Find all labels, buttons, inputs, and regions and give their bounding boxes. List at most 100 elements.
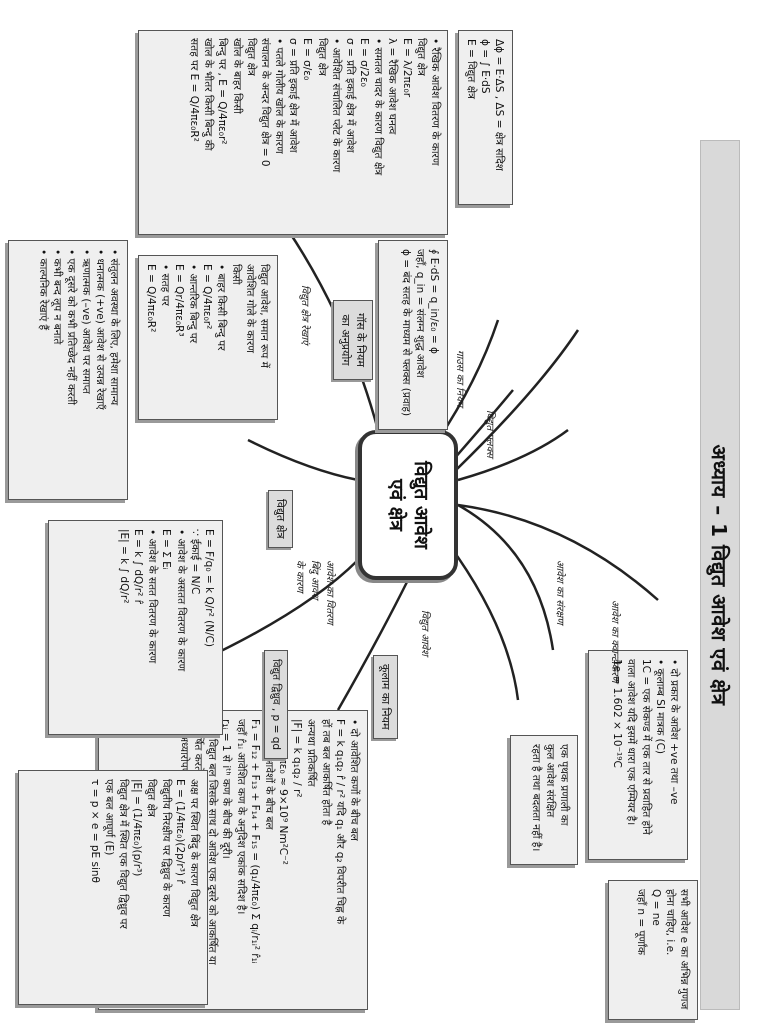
gauss-law-box: ∮ E·dS = q_in/ε₀ = ϕ जहाँ, q_in = संलग्न…	[378, 240, 448, 430]
coulomb-line: F = k q₁q₂ r̂ / r² यदि q₁ और q₂ विपरीत च…	[333, 719, 346, 925]
distribution-line: λ = रैखिक आवेश घनत्व	[386, 38, 399, 135]
dipole-line: विद्युतीय निरक्षीय पर द्विध्रुव के कारण	[159, 779, 172, 917]
coulomb-line: अन्यथा प्रतिकर्षित	[305, 719, 318, 787]
central-topic: विद्युत आवेश एवं क्षेत्र	[358, 430, 458, 580]
field-lines-item: • धनात्मक (+ve) आवेश से उत्पन्न रेखाएँ	[93, 249, 106, 410]
distribution-line: खोल के भीतर किसी बिन्दु की	[202, 38, 215, 151]
topic-electric-field: विद्युत क्षेत्र	[268, 490, 293, 548]
field-line: ∵ ईकाई = N/C	[188, 529, 201, 595]
field-line: • आवेश के असतत वितरण के कारण	[174, 529, 187, 672]
edge-label-distribution: आवेश का वितरण	[324, 560, 335, 625]
distribution-line: σ = प्रति इकाई क्षेत्र में आवेश	[287, 38, 300, 153]
dipole-line: अक्ष पर स्थित बिंदु के कारण विद्युत क्षे…	[188, 779, 200, 927]
field-lines-item: • काल्पनिक रेखाएं हैं	[37, 249, 50, 331]
field-line: |E| = k ∫ dQ/r²	[117, 529, 130, 604]
gauss-app-line: विद्युत आवेश, समान रूप में	[258, 264, 270, 368]
dipole-line: विद्युत क्षेत्र में स्थित एक विद्युत द्व…	[117, 779, 130, 929]
coulomb-line: |F| = k q₁q₂ / r²	[291, 719, 304, 798]
distribution-line: संचालन के अन्दर विद्युत क्षेत्र = 0	[258, 38, 271, 167]
field-line: E = F/q₀ = k Q/r² (N/C)	[203, 529, 215, 648]
gauss-law-line: ∮ E·dS = q_in/ε₀ = ϕ	[428, 249, 440, 354]
quantization-line: Q = ne	[649, 889, 662, 926]
dipole-line: |E| = (1/4πε₀)(p/r³)	[131, 779, 144, 877]
edge-label-due-to: के कारण	[294, 560, 305, 593]
distribution-line: • पतले गोलीय खोल के कारण	[273, 38, 286, 154]
quantization-box: सभी आवेश e का अभिन्न गुणज होना चाहिए, i.…	[608, 880, 698, 1020]
edge-label-conservation: आवेश का संरक्षण	[554, 560, 565, 625]
field-lines-item: • ऋणात्मक (–ve) आवेश पर समाप्त	[79, 249, 92, 394]
edge-label-quantization: आवेश का क्वान्टीकरण	[609, 600, 620, 683]
coulomb-line: • दो आवेशित कणों के बीच बल	[348, 719, 360, 841]
coulomb-line: F₁ = F₁₂ + F₁₃ + F₁₄ + F₁₅ = (q₁/4πε₀) Σ…	[248, 719, 261, 964]
field-lines-item: • कभी बन्द लूप न बनाते	[51, 249, 64, 345]
gauss-app-line: E = Qr/4πε₀R³	[172, 264, 185, 337]
field-box: E = F/q₀ = k Q/r² (N/C) ∵ ईकाई = N/C • आ…	[48, 520, 223, 735]
gauss-law-line: जहाँ, q_in = संलग्न शुद्ध आवेश	[413, 249, 426, 378]
coulomb-line: r₁ᵢ = 1 से iᵗʰ कण के बीच की दूरी।	[220, 719, 233, 859]
dipole-line: τ = p × e = pE sinθ	[88, 779, 101, 883]
field-lines-item: • संतुलन अवस्था के लिए, हमेशा सामान्य	[108, 249, 120, 406]
coulomb-line: हों तब बल आकर्षित होता है	[319, 719, 332, 826]
gauss-app-line: आवेशित गोले के कारण	[243, 264, 256, 353]
topic-coulomb-law: कूलाम का नियम	[373, 655, 398, 739]
conservation-line: रहता है तथा बदलता नहीं है।	[529, 744, 542, 852]
gauss-app-line: • सतह पर	[158, 264, 171, 306]
edge-label-electric-charge: विद्युत आवेश	[419, 610, 430, 656]
gauss-app-line: • बाहर किसी बिन्दु पर	[215, 264, 228, 351]
charge-types-line: • कूलाम्ब SI मात्रक (C)	[653, 659, 666, 754]
field-lines-box: • संतुलन अवस्था के लिए, हमेशा सामान्य • …	[8, 240, 128, 500]
line-coulomb	[336, 579, 410, 711]
line-field	[247, 438, 359, 482]
conservation-line: एक पृथक प्रणाली का	[558, 744, 570, 826]
charge-types-line: वाला आवेश यदि इसमें धारा एक एम्पियर है।	[625, 659, 638, 826]
field-line: • आवेश के सतत वितरण के कारण	[146, 529, 159, 664]
line-conservation	[457, 503, 555, 651]
line-gauss-law	[452, 389, 514, 461]
distribution-line: विद्युत क्षेत्र	[414, 38, 427, 76]
distribution-line: सतह पर E = Q/4πε₀R²	[188, 38, 201, 142]
coulomb-line: • विभिन्न आवेशों के बीच बल	[262, 719, 275, 830]
distribution-line: σ = प्रति इकाई क्षेत्र में आवेश	[343, 38, 356, 153]
coulomb-line: जहाँ r̂₁ᵢ आवेशित कण के अनुदिश एकांक सदिश…	[234, 719, 247, 915]
edge-label-electric-flux: विद्युत फ्लक्स	[484, 410, 495, 458]
charge-types-line: 1C = एक सेकण्ड में एक तार से प्रवाहित हो…	[639, 659, 652, 835]
field-line: E = k ∫ dQ/r² r̂	[132, 529, 145, 604]
gauss-app-line: • आन्तरिक बिन्दु पर	[187, 264, 200, 344]
distribution-line: E = λ/2πε₀r	[400, 38, 413, 98]
gauss-applications-box: विद्युत आवेश, समान रूप में आवेशित गोले क…	[138, 255, 278, 420]
edge-label-gauss-law: गाउस का नियम	[454, 350, 465, 408]
dipole-box: अक्ष पर स्थित बिंदु के कारण विद्युत क्षे…	[18, 770, 208, 1005]
edge-label-field-lines: विद्युत क्षेत्र रेखाएं	[299, 285, 310, 345]
line-flux	[457, 428, 569, 482]
distribution-line: खोल के बाहर किसी	[230, 38, 243, 114]
distribution-line: • रैखिक आवेश वितरण के कारण	[429, 38, 441, 166]
dipole-line: एक बल आघूर्ण (E)	[102, 779, 115, 856]
gauss-app-line: E = Q/4πε₀r²	[201, 264, 214, 330]
dipole-line: विद्युत क्षेत्र	[145, 779, 158, 817]
flux-line: E = विद्युत क्षेत्र	[464, 39, 477, 99]
distribution-line: • आवेशित संचालित प्लेट के कारण	[329, 38, 342, 173]
field-lines-item: • एक दूसरे को कभी प्रतिच्छेद नहीं करती	[65, 249, 78, 406]
distribution-line: • समतल चादर के कारण विद्युत क्षेत्र	[372, 38, 385, 176]
central-topic-line-2: एवं क्षेत्र	[385, 479, 407, 531]
distribution-box: • रैखिक आवेश वितरण के कारण विद्युत क्षेत…	[138, 30, 448, 235]
page-title: अध्याय – 1 विद्युत आवेश एवं क्षेत्र	[700, 140, 740, 1010]
quantization-line: सभी आवेश e का अभिन्न गुणज	[678, 889, 690, 1010]
charge-types-line: 1e = 1.602 × 10⁻¹⁹C	[611, 659, 624, 768]
line-sheet	[455, 329, 580, 471]
flux-line: ϕ = ∫ E·dS	[478, 39, 491, 94]
topic-gauss-applications: गॉस के नियम का अनुप्रयोग	[333, 300, 373, 380]
field-line: E = Σ Eᵢ	[160, 529, 173, 570]
quantization-line: होना चाहिए, i.e.	[663, 889, 676, 956]
central-topic-line-1: विद्युत आवेश	[409, 461, 432, 549]
edge-label-point-charge: बिंदु आवेश	[309, 560, 320, 600]
conservation-box: एक पृथक प्रणाली का कुल आवेश संरक्षित रहत…	[510, 735, 578, 865]
distribution-line: E = σ/2ε₀	[358, 38, 371, 87]
conservation-line: कुल आवेश संरक्षित	[543, 744, 556, 818]
topic-electric-dipole: विद्युत द्विध्रुव , p = qd	[264, 650, 288, 760]
distribution-line: विद्युत क्षेत्र	[315, 38, 328, 76]
gauss-app-line: E = Q/4πε₀R²	[144, 264, 157, 333]
flux-box: Δϕ = E·ΔS , ΔS = क्षेत्र सदिश ϕ = ∫ E·dS…	[458, 30, 513, 205]
